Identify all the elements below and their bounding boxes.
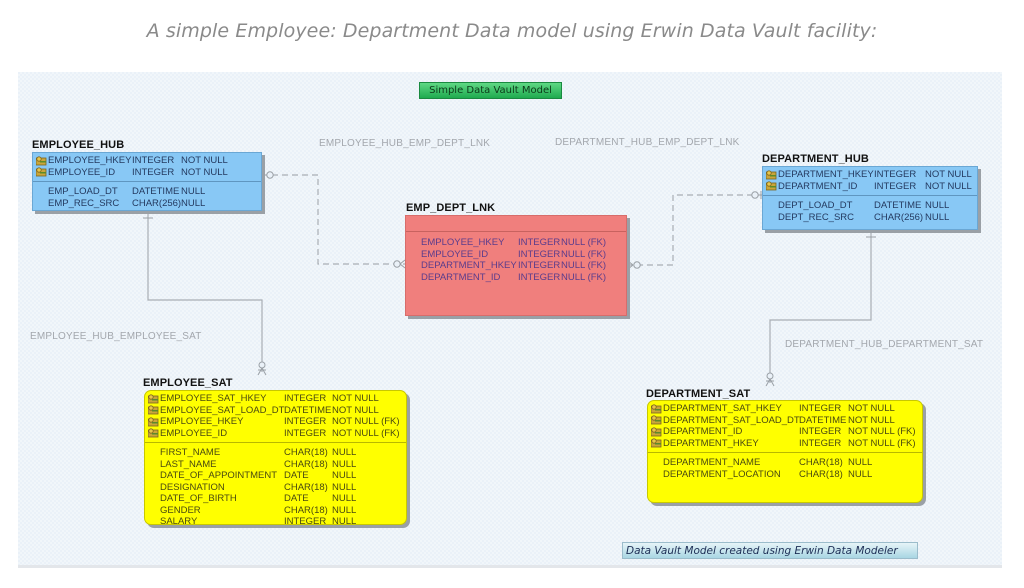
page-title: A simple Employee: Department Data model…	[146, 20, 878, 42]
key-row[interactable]: DEPARTMENT_SAT_LOAD_DT DATETIME NOT NULL	[651, 415, 922, 427]
attribute-row[interactable]: DATE_OF_APPOINTMENT DATE NULL	[160, 470, 357, 481]
entity-title-department-sat: DEPARTMENT_SAT	[646, 388, 751, 400]
attribute-section: DEPARTMENT_NAME CHAR(18) NULL DEPARTMENT…	[648, 453, 922, 483]
attribute-row[interactable]: SALARY INTEGER NULL	[160, 516, 357, 527]
key-row[interactable]: DEPARTMENT_HKEY INTEGER NOT NULL (FK)	[651, 438, 922, 450]
primary-key-icon	[651, 427, 662, 437]
attribute-row[interactable]: EMP_REC_SRC CHAR(256) NULL	[48, 197, 206, 209]
attribute-row[interactable]: DEPARTMENT_ID INTEGER NULL (FK)	[421, 271, 607, 283]
attribute-section: EMP_LOAD_DT DATETIME NULL EMP_REC_SRC CH…	[33, 182, 261, 212]
entity-emp-dept-lnk[interactable]: EMPLOYEE_HKEY INTEGER NULL (FK) EMPLOYEE…	[405, 215, 627, 316]
key-row[interactable]: EMPLOYEE_ID INTEGER NOT NULL	[36, 167, 261, 179]
primary-key-icon	[651, 415, 662, 425]
attribute-section: DEPT_LOAD_DT DATETIME NULL DEPT_REC_SRC …	[763, 196, 977, 226]
key-section	[406, 216, 626, 231]
entity-title-department-hub: DEPARTMENT_HUB	[762, 153, 869, 165]
primary-key-icon	[651, 404, 662, 414]
relationship-label-employee-hub-emp-dept-lnk: EMPLOYEE_HUB_EMP_DEPT_LNK	[319, 138, 491, 149]
divider	[145, 442, 406, 443]
attribute-row[interactable]: GENDER CHAR(18) NULL	[160, 504, 357, 516]
key-section: EMPLOYEE_HKEY INTEGER NOT NULL EMPLOYEE_…	[33, 153, 261, 181]
primary-key-icon	[148, 428, 159, 438]
key-row[interactable]: DEPARTMENT_ID INTEGER NOT NULL (FK)	[651, 426, 922, 438]
attribute-row[interactable]: DEPARTMENT_NAME CHAR(18) NULL	[663, 457, 873, 468]
divider	[33, 181, 261, 182]
attribute-row[interactable]: DESIGNATION CHAR(18) NULL	[160, 481, 357, 493]
attribute-row[interactable]: EMPLOYEE_HKEY INTEGER NULL (FK)	[421, 237, 607, 248]
attribute-row[interactable]: DEPARTMENT_LOCATION CHAR(18) NULL	[663, 468, 873, 480]
attribute-row[interactable]: EMP_LOAD_DT DATETIME NULL	[48, 186, 206, 197]
divider	[406, 231, 626, 232]
key-section: DEPARTMENT_HKEY INTEGER NOT NULL DEPARTM…	[763, 167, 977, 195]
key-row[interactable]: DEPARTMENT_ID INTEGER NOT NULL	[766, 181, 977, 193]
attribute-row[interactable]: FIRST_NAME CHAR(18) NULL	[160, 447, 357, 458]
entity-department-sat[interactable]: DEPARTMENT_SAT_HKEY INTEGER NOT NULL DEP…	[647, 400, 923, 503]
key-row[interactable]: EMPLOYEE_SAT_HKEY INTEGER NOT NULL	[148, 393, 406, 405]
attribute-row[interactable]: DEPARTMENT_HKEY INTEGER NULL (FK)	[421, 260, 607, 271]
primary-key-icon	[766, 170, 777, 180]
attribute-section: FIRST_NAME CHAR(18) NULL LAST_NAME CHAR(…	[145, 443, 406, 531]
divider	[648, 452, 922, 453]
entity-employee-sat[interactable]: EMPLOYEE_SAT_HKEY INTEGER NOT NULL EMPLO…	[144, 390, 407, 527]
key-row[interactable]: EMPLOYEE_SAT_LOAD_DT DATETIME NOT NULL	[148, 405, 406, 417]
primary-key-icon	[148, 417, 159, 427]
attribute-section: EMPLOYEE_HKEY INTEGER NULL (FK) EMPLOYEE…	[406, 232, 626, 286]
entity-title-emp-dept-lnk: EMP_DEPT_LNK	[406, 202, 496, 214]
primary-key-icon	[36, 156, 47, 166]
key-row[interactable]: EMPLOYEE_ID INTEGER NOT NULL (FK)	[148, 428, 406, 440]
attribute-row[interactable]: EMPLOYEE_ID INTEGER NULL (FK)	[421, 248, 607, 260]
attribute-row[interactable]: LAST_NAME CHAR(18) NULL	[160, 458, 357, 470]
primary-key-icon	[766, 181, 777, 191]
entity-department-hub[interactable]: DEPARTMENT_HKEY INTEGER NOT NULL DEPARTM…	[762, 166, 978, 230]
key-section: EMPLOYEE_SAT_HKEY INTEGER NOT NULL EMPLO…	[145, 391, 406, 442]
diagram-banner: Simple Data Vault Model	[419, 82, 562, 99]
entity-title-employee-sat: EMPLOYEE_SAT	[143, 377, 233, 389]
key-row[interactable]: DEPARTMENT_SAT_HKEY INTEGER NOT NULL	[651, 403, 922, 415]
primary-key-icon	[651, 438, 662, 448]
divider	[763, 195, 977, 196]
key-row[interactable]: EMPLOYEE_HKEY INTEGER NOT NULL	[36, 155, 261, 167]
key-section: DEPARTMENT_SAT_HKEY INTEGER NOT NULL DEP…	[648, 401, 922, 452]
relationship-label-department-hub-emp-dept-lnk: DEPARTMENT_HUB_EMP_DEPT_LNK	[555, 137, 740, 148]
attribute-row[interactable]: DEPT_LOAD_DT DATETIME NULL	[778, 200, 950, 211]
key-row[interactable]: DEPARTMENT_HKEY INTEGER NOT NULL	[766, 169, 977, 181]
attribute-row[interactable]: DEPT_REC_SRC CHAR(256) NULL	[778, 211, 950, 223]
footer-note: Data Vault Model created using Erwin Dat…	[622, 542, 918, 559]
key-row[interactable]: EMPLOYEE_HKEY INTEGER NOT NULL (FK)	[148, 416, 406, 428]
entity-title-employee-hub: EMPLOYEE_HUB	[32, 139, 125, 151]
primary-key-icon	[148, 394, 159, 404]
attribute-row[interactable]: DATE_OF_BIRTH DATE NULL	[160, 493, 357, 504]
entity-employee-hub[interactable]: EMPLOYEE_HKEY INTEGER NOT NULL EMPLOYEE_…	[32, 152, 262, 211]
relationship-label-employee-hub-employee-sat: EMPLOYEE_HUB_EMPLOYEE_SAT	[30, 331, 202, 342]
primary-key-icon	[36, 167, 47, 177]
primary-key-icon	[148, 405, 159, 415]
relationship-label-department-hub-department-sat: DEPARTMENT_HUB_DEPARTMENT_SAT	[785, 339, 984, 350]
